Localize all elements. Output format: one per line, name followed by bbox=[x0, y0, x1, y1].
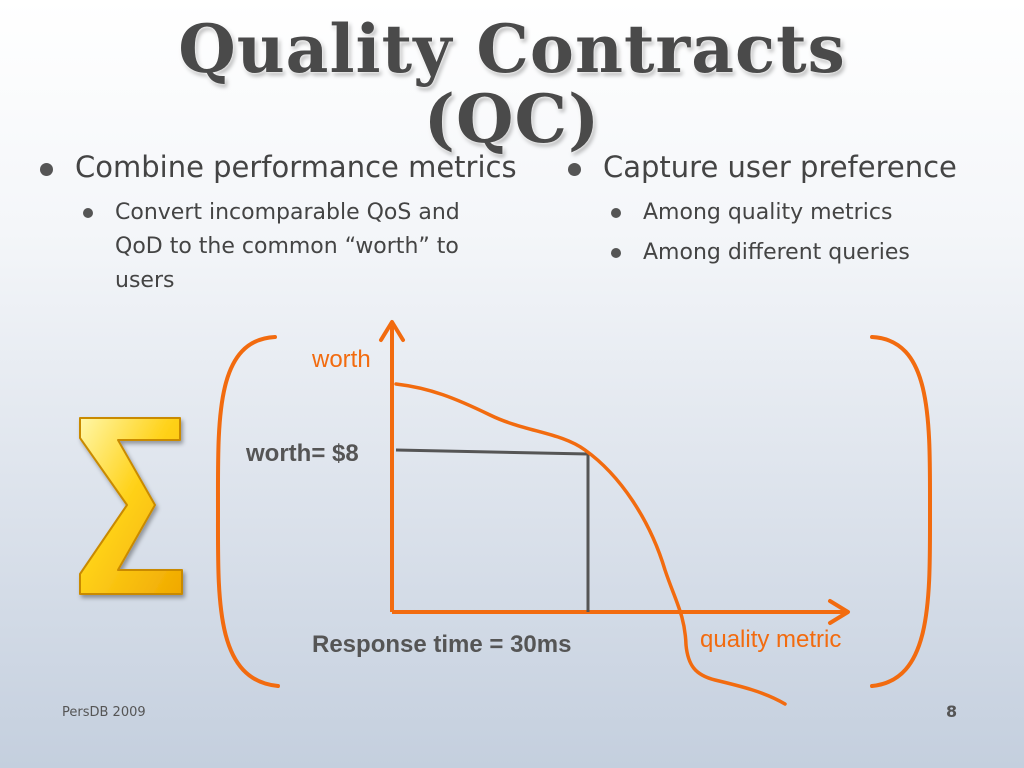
right-column: Capture user preference Among quality me… bbox=[568, 150, 988, 270]
sub-bullet-dot bbox=[611, 208, 621, 218]
bullet-dot bbox=[568, 163, 581, 176]
worth-curve bbox=[394, 382, 787, 706]
sub-bullet-queries: Among different queries bbox=[611, 236, 988, 270]
left-column: Combine performance metrics Convert inco… bbox=[40, 150, 520, 298]
bullet-capture-text: Capture user preference bbox=[603, 150, 957, 184]
x-axis-label: quality metric bbox=[700, 626, 841, 653]
title-line-1: Quality Contracts bbox=[178, 10, 846, 88]
y-axis-arrow bbox=[379, 320, 405, 342]
bullet-dot bbox=[40, 163, 53, 176]
right-parenthesis bbox=[870, 335, 933, 688]
x-axis-arrow bbox=[828, 599, 850, 625]
left-parenthesis bbox=[215, 335, 280, 688]
sub-bullet-dot bbox=[611, 248, 621, 258]
bullet-combine: Combine performance metrics bbox=[40, 150, 520, 184]
bullet-capture: Capture user preference bbox=[568, 150, 988, 184]
slide-title: Quality Contracts (QC) bbox=[0, 14, 1024, 154]
title-line-2: (QC) bbox=[423, 80, 601, 158]
sub-bullet-convert-text: Convert incomparable QoS and QoD to the … bbox=[115, 200, 460, 293]
sub-bullet-convert: Convert incomparable QoS and QoD to the … bbox=[83, 196, 483, 298]
sub-bullet-dot bbox=[83, 208, 93, 218]
footer-conference: PersDB 2009 bbox=[62, 705, 146, 720]
bullet-combine-text: Combine performance metrics bbox=[75, 150, 517, 184]
y-axis-label: worth bbox=[311, 346, 371, 373]
worth-reference-line bbox=[395, 448, 589, 456]
sub-bullet-quality: Among quality metrics bbox=[611, 196, 988, 230]
time-marker-label: Response time = 30ms bbox=[312, 631, 571, 658]
worth-marker-label: worth= $8 bbox=[245, 440, 359, 467]
sub-bullet-queries-text: Among different queries bbox=[643, 240, 910, 265]
sub-bullet-quality-text: Among quality metrics bbox=[643, 200, 893, 225]
sigma-icon bbox=[79, 417, 183, 595]
slide-number: 8 bbox=[946, 702, 958, 721]
